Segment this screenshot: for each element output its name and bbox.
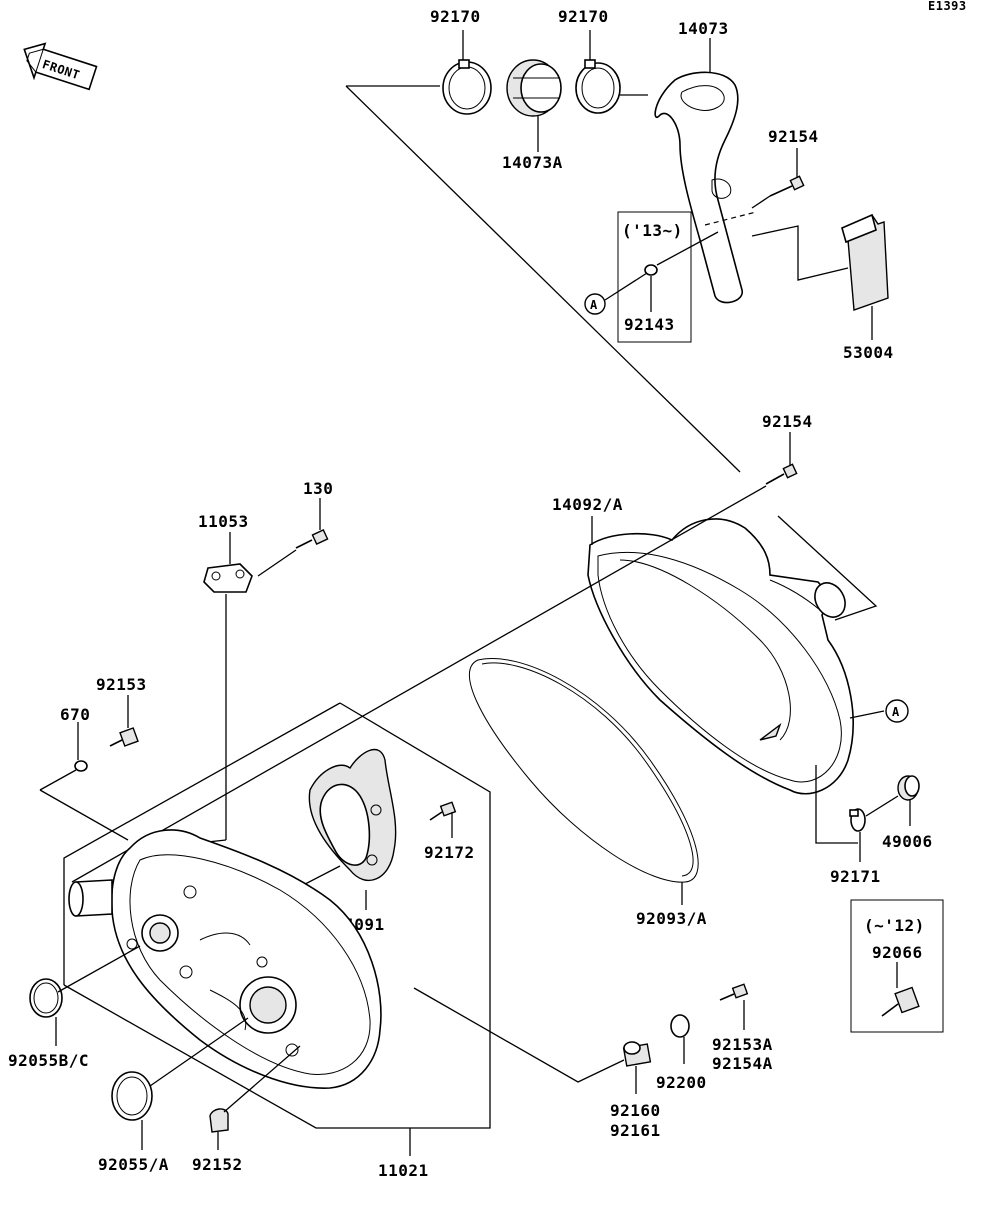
callout-a — [584, 293, 606, 315]
part-number: 92200 — [656, 1073, 707, 1092]
callout-a — [885, 699, 909, 723]
part-number: 92143 — [624, 315, 675, 334]
part-number: 130 — [303, 479, 333, 498]
bolt-92153a — [719, 983, 749, 1001]
part-number: 92170 — [558, 7, 609, 26]
part-number: 92170 — [430, 7, 481, 26]
callout-label: A — [590, 298, 598, 312]
part-number: 14073 — [678, 19, 729, 38]
part-number: 92055/A — [98, 1155, 169, 1174]
part-number: 53004 — [843, 343, 894, 362]
part-number: 670 — [60, 705, 90, 724]
part-number: 14092/A — [552, 495, 623, 514]
part-number: 11021 — [378, 1161, 429, 1180]
washer-2 — [670, 1014, 690, 1038]
part-number: 92154 — [768, 127, 819, 146]
part-number: 92152 — [192, 1155, 243, 1174]
bolt-cover — [765, 463, 798, 485]
part-number: 92154 — [762, 412, 813, 431]
cap — [897, 775, 920, 801]
part-number: 11053 — [198, 512, 249, 531]
seal-large — [29, 978, 63, 1018]
diagram-code: E1393 — [928, 0, 967, 13]
gasket — [468, 658, 699, 883]
part-number: 92171 — [830, 867, 881, 886]
callout-label: A — [892, 705, 900, 719]
part-number: 92153A — [712, 1035, 773, 1054]
part-number: 92154A — [712, 1054, 773, 1073]
bolt-top — [769, 175, 805, 197]
plate — [308, 748, 397, 881]
front-arrow-icon: FRONT — [23, 42, 98, 91]
part-number: 92055B/C — [8, 1051, 89, 1070]
year-range: ('13~) — [622, 221, 683, 240]
grommet — [622, 1041, 652, 1067]
duct-sleeve — [506, 59, 562, 117]
washer — [644, 264, 658, 276]
part-number: 92172 — [424, 843, 475, 862]
part-number: 92160 — [610, 1101, 661, 1120]
plug — [209, 1108, 229, 1133]
seal-small — [111, 1071, 153, 1121]
clamp-1 — [442, 59, 492, 115]
bolt-130 — [295, 529, 329, 549]
part-number: 92161 — [610, 1121, 661, 1140]
clamp-small — [849, 808, 866, 832]
screw — [109, 727, 139, 747]
part-number: 92093/A — [636, 909, 707, 928]
oring-670 — [74, 760, 88, 772]
part-number: 92153 — [96, 675, 147, 694]
part-number: 49006 — [882, 832, 933, 851]
outer-cover — [587, 518, 854, 795]
clamp-2 — [575, 59, 621, 114]
year-range: (~'12) — [864, 916, 925, 935]
year-box-12 — [850, 899, 944, 1033]
part-number: 14073A — [502, 153, 563, 172]
part-number: 92066 — [872, 943, 923, 962]
label-plate — [841, 213, 889, 311]
inner-cover — [68, 829, 382, 1089]
sensor — [881, 986, 920, 1017]
bracket — [203, 563, 253, 593]
duct — [654, 71, 757, 304]
year-box-13 — [617, 211, 692, 343]
